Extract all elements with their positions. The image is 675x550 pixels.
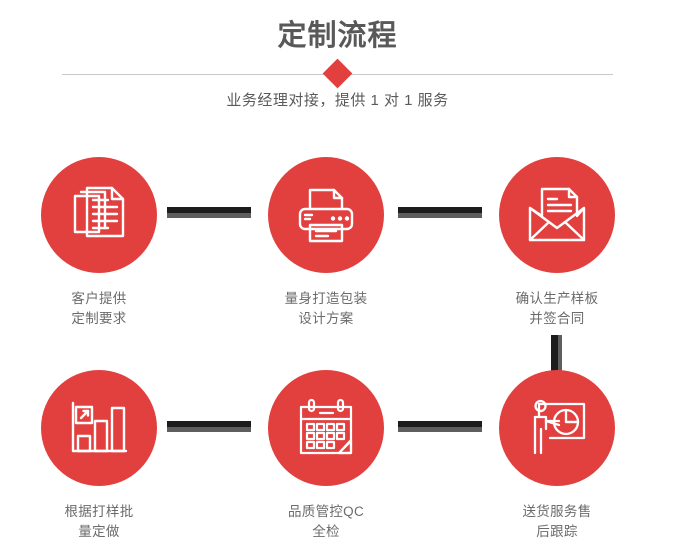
flow-step-3-label: 确认生产样板 并签合同 (515, 291, 599, 326)
connector-step4-step5 (167, 421, 251, 432)
flow-step-4-label: 根据打样批 量定做 (64, 504, 134, 539)
flow-step-5[interactable]: 品质管控QC 全检 (246, 370, 406, 542)
envelope-letter-icon (525, 185, 589, 245)
bar-chart-growth-icon (69, 399, 129, 457)
flow-step-1-circle[interactable] (41, 157, 157, 273)
flow-step-1[interactable]: 客户提供 定制要求 (19, 157, 179, 329)
flow-step-2-circle[interactable] (268, 157, 384, 273)
connector-step2-step3 (398, 207, 482, 218)
flow-step-4[interactable]: 根据打样批 量定做 (19, 370, 179, 542)
printer-icon (295, 184, 357, 246)
flow-step-6-circle[interactable] (499, 370, 615, 486)
page-header: 定制流程 业务经理对接，提供 1 对 1 服务 (0, 0, 675, 125)
flow-step-1-label: 客户提供 定制要求 (71, 291, 127, 326)
calendar-icon (295, 398, 357, 458)
flow-step-3-circle[interactable] (499, 157, 615, 273)
connector-step1-step2 (167, 207, 251, 218)
flow-step-2[interactable]: 量身打造包装 设计方案 (246, 157, 406, 329)
flow-step-6[interactable]: 送货服务售 后跟踪 (477, 370, 637, 542)
flow-step-3[interactable]: 确认生产样板 并签合同 (477, 157, 637, 329)
connector-step5-step6 (398, 421, 482, 432)
flow-step-5-label: 品质管控QC 全检 (287, 504, 365, 539)
flow-step-2-label: 量身打造包装 设计方案 (284, 291, 368, 326)
documents-stack-icon (68, 184, 130, 246)
page-title: 定制流程 (277, 20, 398, 52)
flow-step-4-circle[interactable] (41, 370, 157, 486)
flow-step-6-label: 送货服务售 后跟踪 (522, 504, 592, 539)
presenter-pie-chart-icon (526, 398, 588, 458)
page-subtitle: 业务经理对接，提供 1 对 1 服务 (226, 92, 449, 109)
connector-step3-step6 (551, 335, 562, 375)
flow-step-5-circle[interactable] (268, 370, 384, 486)
